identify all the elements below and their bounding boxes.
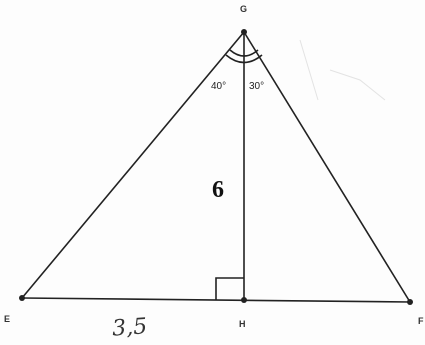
scan-artifact	[329, 69, 386, 101]
right-angle-mark	[215, 277, 244, 300]
angle-left-label: 40°	[211, 81, 226, 92]
vertex-g-point	[241, 29, 247, 35]
side-gf	[243, 31, 411, 303]
side-ge	[21, 31, 245, 299]
angle-arc-outer	[225, 54, 263, 64]
height-label: 6	[212, 177, 224, 203]
angle-right-label: 30°	[249, 81, 264, 92]
vertex-e-point	[19, 295, 25, 301]
vertex-f-point	[407, 299, 413, 305]
vertex-e-label: E	[4, 314, 10, 324]
scan-artifact	[299, 39, 319, 101]
vertex-g-label: G	[240, 4, 247, 14]
handwritten-base-label: 3,5	[111, 314, 148, 341]
vertex-f-label: F	[418, 316, 424, 326]
vertex-h-point	[241, 297, 247, 303]
angle-arc-inner	[229, 49, 259, 57]
vertex-h-label: H	[239, 319, 246, 329]
